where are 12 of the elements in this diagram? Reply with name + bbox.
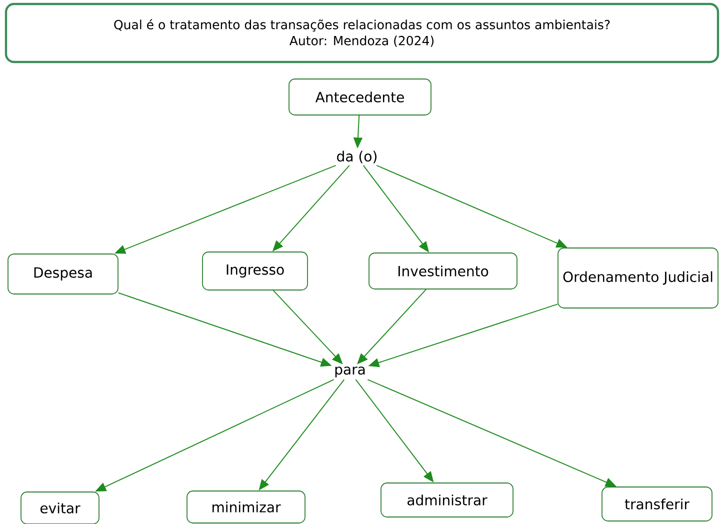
concept-box: Despesa xyxy=(8,254,118,294)
concept-box: Ingresso xyxy=(202,252,308,290)
concept-box: minimizar xyxy=(186,490,306,524)
concept-box: Investimento xyxy=(368,252,518,290)
linking-phrase: para xyxy=(332,364,368,380)
header-box: Qual é o tratamento das transações relacionadas com os assuntos ambientais? Autor: Mendoza (2024) xyxy=(4,2,720,64)
concept-box: Ordenamento Judicial xyxy=(558,248,718,308)
concept-box: transferir xyxy=(602,486,712,522)
linking-phrase: da (o) xyxy=(334,148,380,166)
concept-box: evitar xyxy=(20,492,100,524)
concept-box: administrar xyxy=(380,482,514,518)
concept-box: Antecedente xyxy=(288,78,432,116)
